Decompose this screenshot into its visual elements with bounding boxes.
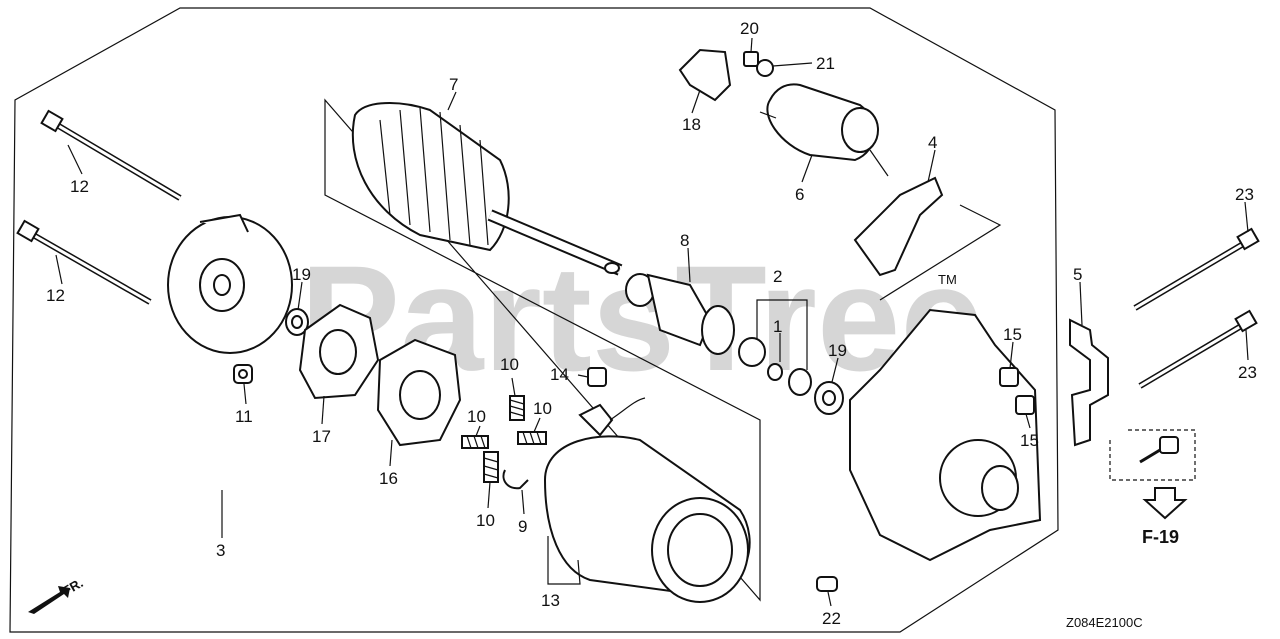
callout-8: 8 [680,231,689,250]
callout-10-a: 10 [500,355,519,374]
armature[interactable] [351,102,623,276]
brush-holder-hole [399,370,441,420]
callout-12-b: 12 [46,286,65,305]
callout-bracket-2 [756,299,808,370]
callout-9: 9 [518,517,527,536]
brush-holder-plate-hole [319,329,357,375]
assembly-boundary [9,7,1059,633]
callout-18: 18 [682,115,701,134]
diagram-code: Z084E2100C [1066,615,1143,630]
reference-label: F-19 [1142,527,1179,547]
front-indicator-label: FR. [60,575,86,598]
callout-5: 5 [1073,265,1082,284]
nut-14[interactable] [587,367,607,387]
callout-10-c: 10 [533,399,552,418]
through-bolt-upper[interactable] [40,109,182,201]
stop-collar[interactable] [738,337,766,367]
bolt-15-lower[interactable] [1015,395,1035,415]
reference-arrow [1142,487,1188,520]
brush-spring-2[interactable] [461,435,489,449]
callout-12-a: 12 [70,177,89,196]
washer-21[interactable] [756,59,774,77]
bolt-15-upper[interactable] [999,367,1019,387]
callout-14: 14 [550,365,569,384]
pinion-clutch[interactable] [625,273,735,355]
callout-23-a: 23 [1235,185,1254,204]
through-bolt-lower[interactable] [16,219,152,305]
front-arrow-icon [28,586,70,614]
solenoid-grouping [879,204,1002,301]
callout-19-a: 19 [292,265,311,284]
callout-21: 21 [816,54,835,73]
bearing-rear-inner [291,315,303,329]
yoke-housing[interactable] [543,435,751,603]
watermark-trademark: TM [938,272,957,287]
callout-6: 6 [795,185,804,204]
armature-grouping [324,98,761,602]
callout-15-b: 15 [1020,431,1039,450]
collar-22[interactable] [816,576,838,592]
nut-11[interactable] [233,364,253,384]
callout-2: 2 [773,267,782,286]
callouts: 1 2 3 4 5 6 7 8 9 10 10 10 10 11 12 12 1… [46,19,1257,628]
callout-20: 20 [740,19,759,38]
callout-10-d: 10 [476,511,495,530]
nut-20[interactable] [743,51,759,67]
brush-spring-3[interactable] [517,431,547,445]
bearing-front-inner [822,390,836,406]
callout-3: 3 [216,541,225,560]
callout-23-b: 23 [1238,363,1257,382]
callout-16: 16 [379,469,398,488]
callout-11: 11 [235,407,253,426]
snap-ring[interactable] [767,363,783,381]
callout-7: 7 [449,75,458,94]
callout-10-b: 10 [467,407,486,426]
terminal-insulator[interactable] [678,48,732,102]
brush-wire [609,397,646,421]
mounting-bolt-lower[interactable] [1138,309,1258,389]
callout-17: 17 [312,427,331,446]
brush-spring-1[interactable] [509,395,525,421]
solenoid[interactable] [759,83,889,177]
brush-terminal[interactable] [578,403,614,437]
mounting-bracket[interactable] [1069,318,1109,447]
callout-15-a: 15 [1003,325,1022,344]
callout-13: 13 [541,591,560,610]
front-housing[interactable] [849,308,1042,562]
callout-4: 4 [928,133,937,152]
washer[interactable] [788,368,812,396]
rear-cover[interactable] [167,213,293,354]
callout-19-b: 19 [828,341,847,360]
brush-lead[interactable] [502,469,529,490]
small-bolt[interactable] [1139,436,1179,464]
callout-22: 22 [822,609,841,628]
callout-1: 1 [773,317,782,336]
bracket-dashed-box [1109,429,1196,481]
brush-spring-4[interactable] [483,451,499,483]
leader-lines [55,37,1249,607]
shift-lever[interactable] [853,176,944,277]
mounting-bolt-upper[interactable] [1133,227,1260,311]
